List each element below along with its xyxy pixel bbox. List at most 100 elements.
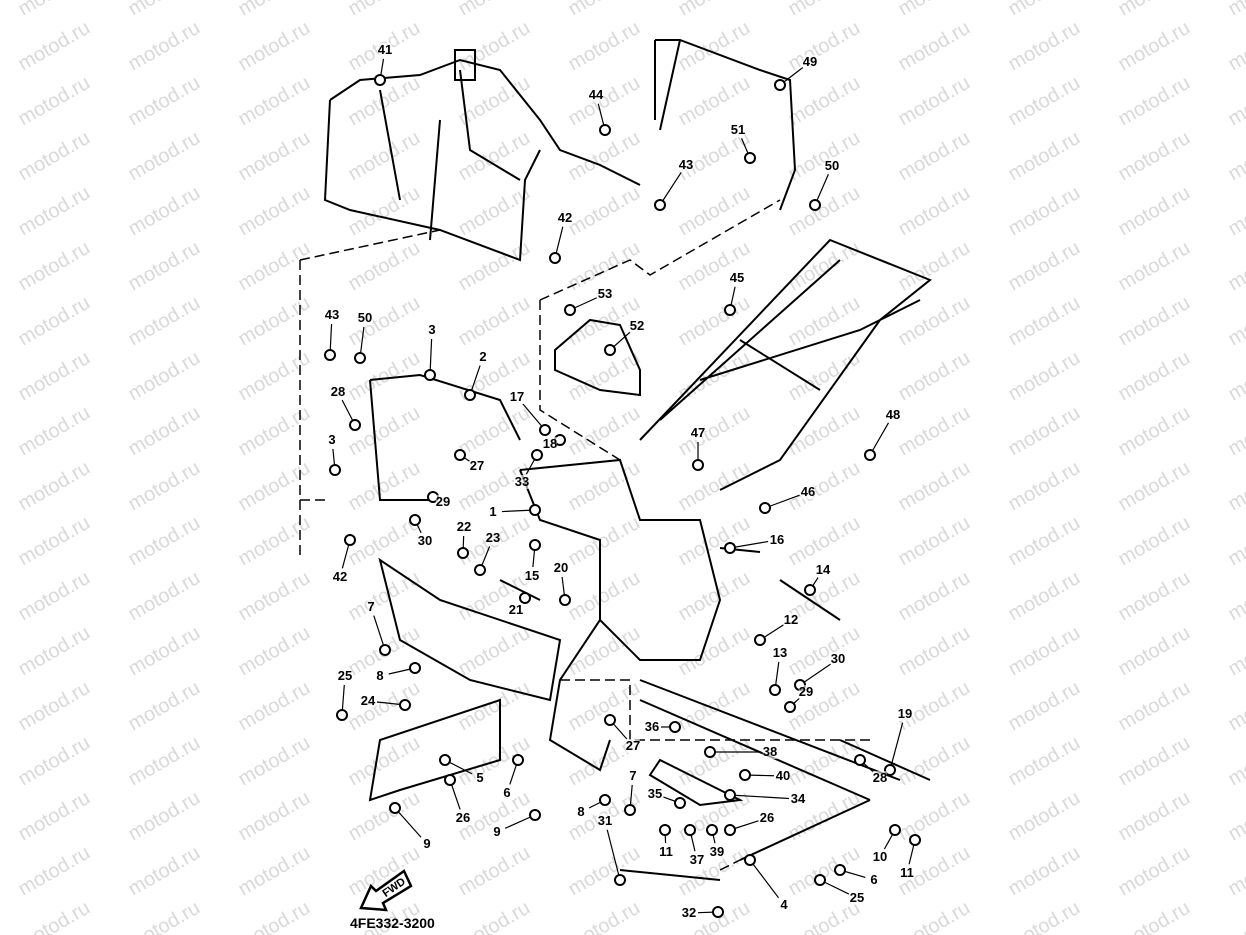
part-fastener: [344, 534, 356, 546]
part-fastener: [599, 794, 611, 806]
callout-51: 51: [730, 122, 746, 137]
part-fastener: [724, 789, 736, 801]
part-fastener: [529, 539, 541, 551]
callout-8: 8: [376, 668, 384, 683]
callout-6: 6: [503, 785, 511, 800]
main-frame-part: [369, 373, 722, 772]
part-fastener: [724, 542, 736, 554]
part-fastener: [599, 124, 611, 136]
part-fastener: [549, 252, 561, 264]
part-fastener: [864, 449, 876, 461]
diagram-code: 4FE332-3200: [350, 915, 435, 931]
callout-8: 8: [577, 804, 585, 819]
callout-18: 18: [542, 436, 558, 451]
part-fastener: [439, 754, 451, 766]
callout-15: 15: [524, 568, 540, 583]
leader-line: [659, 172, 682, 206]
callout-39: 39: [709, 844, 725, 859]
callout-16: 16: [769, 532, 785, 547]
leader-line: [889, 722, 904, 771]
callout-11: 11: [900, 865, 914, 880]
callout-38: 38: [762, 744, 778, 759]
part-fastener: [464, 389, 476, 401]
callout-43: 43: [678, 157, 694, 172]
callout-14: 14: [815, 562, 831, 577]
part-fastener: [754, 634, 766, 646]
leader-line: [749, 859, 780, 899]
callout-29: 29: [435, 494, 451, 509]
leader-line: [799, 663, 831, 686]
part-fastener: [531, 449, 543, 461]
part-fastener: [409, 662, 421, 674]
part-fastener: [692, 459, 704, 471]
leader-line: [429, 338, 433, 376]
part-fastener: [724, 824, 736, 836]
callout-27: 27: [625, 738, 641, 753]
part-fastener: [654, 199, 666, 211]
callout-27: 27: [469, 458, 485, 473]
callout-43: 43: [324, 307, 340, 322]
part-fastener: [704, 746, 716, 758]
part-fastener: [389, 802, 401, 814]
part-fastener: [614, 874, 626, 886]
callout-42: 42: [332, 569, 348, 584]
callout-31: 31: [597, 813, 613, 828]
callout-25: 25: [337, 668, 353, 683]
callout-23: 23: [485, 530, 501, 545]
leader-line: [394, 807, 422, 838]
part-fastener: [674, 797, 686, 809]
part-fastener: [559, 594, 571, 606]
callout-19: 19: [897, 706, 913, 721]
part-fastener: [744, 854, 756, 866]
part-fastener: [774, 79, 786, 91]
callout-26: 26: [455, 810, 471, 825]
callout-2: 2: [479, 349, 487, 364]
part-fastener: [624, 804, 636, 816]
callout-34: 34: [790, 791, 806, 806]
part-fastener: [424, 369, 436, 381]
part-fastener: [349, 419, 361, 431]
part-fastener: [744, 152, 756, 164]
part-fastener: [354, 352, 366, 364]
callout-26: 26: [759, 810, 775, 825]
callout-48: 48: [885, 407, 901, 422]
callout-6: 6: [870, 872, 878, 887]
callout-25: 25: [849, 890, 865, 905]
part-fastener: [909, 834, 921, 846]
callout-11: 11: [659, 844, 673, 859]
callout-13: 13: [772, 645, 788, 660]
callout-49: 49: [802, 54, 818, 69]
callout-22: 22: [456, 519, 472, 534]
part-fastener: [529, 809, 541, 821]
callout-1: 1: [489, 504, 497, 519]
part-fastener: [529, 504, 541, 516]
callout-9: 9: [493, 824, 501, 839]
callout-30: 30: [830, 651, 846, 666]
part-fastener: [712, 906, 724, 918]
callout-5: 5: [476, 770, 484, 785]
fwd-arrow-icon: FWD: [359, 869, 413, 912]
part-fastener: [706, 824, 718, 836]
part-fastener: [759, 502, 771, 514]
part-fastener: [444, 774, 456, 786]
callout-29: 29: [798, 684, 814, 699]
part-fastener: [324, 349, 336, 361]
callout-28: 28: [872, 770, 888, 785]
part-fastener: [669, 721, 681, 733]
callout-21: 21: [508, 602, 524, 617]
part-fastener: [604, 714, 616, 726]
leader-line: [729, 540, 769, 549]
callout-41: 41: [377, 42, 393, 57]
part-fastener: [604, 344, 616, 356]
part-fastener: [564, 304, 576, 316]
callout-50: 50: [357, 310, 373, 325]
part-fastener: [889, 824, 901, 836]
callout-53: 53: [597, 286, 613, 301]
callout-24: 24: [360, 693, 376, 708]
callout-3: 3: [428, 322, 436, 337]
callout-9: 9: [423, 836, 431, 851]
callout-17: 17: [509, 389, 525, 404]
part-fastener: [399, 699, 411, 711]
part-fastener: [519, 592, 531, 604]
